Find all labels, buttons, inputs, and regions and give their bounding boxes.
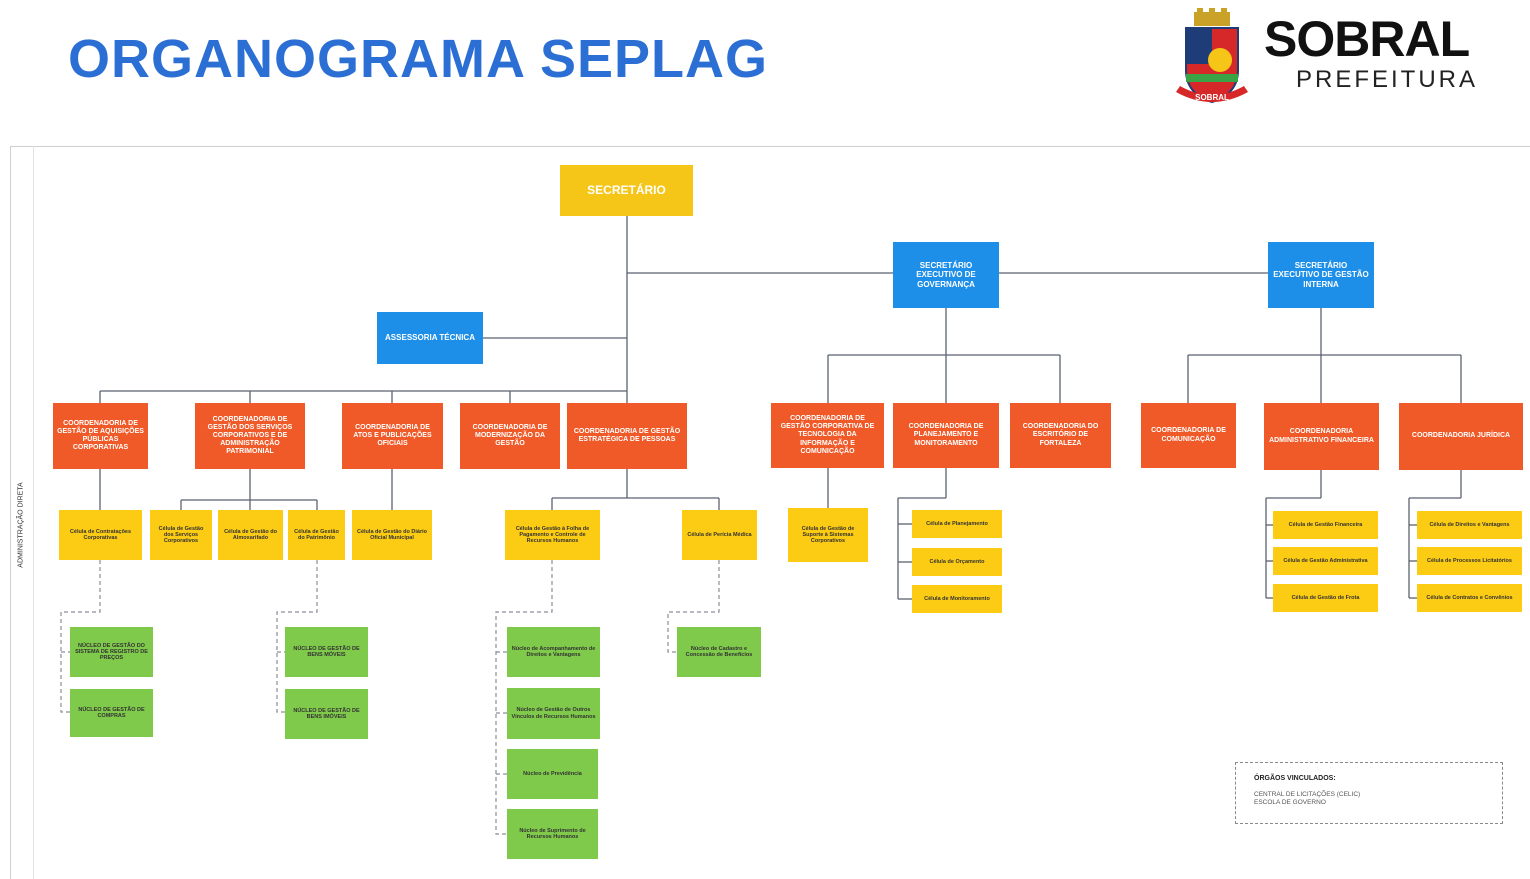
node-coord-juridica: COORDENADORIA JURÍDICA <box>1399 403 1523 470</box>
linked-organs-title: ÓRGÃOS VINCULADOS: <box>1254 775 1336 782</box>
node-coord-pessoas: COORDENADORIA DE GESTÃO ESTRATÉGICA DE P… <box>567 403 687 469</box>
node-cel-planejamento: Célula de Planejamento <box>912 510 1002 538</box>
node-cel-direitos: Célula de Direitos e Vantagens <box>1417 511 1522 539</box>
node-coord-aquisicoes: COORDENADORIA DE GESTÃO DE AQUISIÇÕES PÚ… <box>53 403 148 469</box>
node-nuc-compras: NÚCLEO DE GESTÃO DE COMPRAS <box>70 689 153 737</box>
node-cel-almoxarifado: Célula de Gestão do Almoxarifado <box>218 510 283 560</box>
linked-organ-item: CENTRAL DE LICITAÇÕES (CELIC) <box>1254 791 1361 798</box>
node-cel-diario-oficial: Célula de Gestão do Diário Oficial Munic… <box>352 510 432 560</box>
node-nuc-suprimento: Núcleo de Suprimento de Recursos Humanos <box>507 809 598 859</box>
node-nuc-bens-imoveis: NÚCLEO DE GESTÃO DE BENS IMÓVEIS <box>285 689 368 739</box>
diagram-frame-top <box>10 146 1530 147</box>
node-cel-financeira: Célula de Gestão Financeira <box>1273 511 1378 539</box>
node-cel-monitoramento: Célula de Monitoramento <box>912 585 1002 613</box>
node-secretario: SECRETÁRIO <box>560 165 693 216</box>
node-cel-folha: Célula de Gestão à Folha de Pagamento e … <box>505 510 600 560</box>
page-title: ORGANOGRAMA SEPLAG <box>68 29 769 89</box>
node-nuc-direitos-vantagens: Núcleo de Acompanhamento de Direitos e V… <box>507 627 600 677</box>
linked-organ-item: ESCOLA DE GOVERNO <box>1254 799 1326 807</box>
node-coord-atos: COORDENADORIA DE ATOS E PUBLICAÇÕES OFIC… <box>342 403 443 469</box>
node-coord-modernizacao: COORDENADORIA DE MODERNIZAÇÃO DA GESTÃO <box>460 403 560 469</box>
node-cel-patrimonio: Célula de Gestão do Patrimônio <box>288 510 345 560</box>
node-cel-orcamento: Célula de Orçamento <box>912 548 1002 576</box>
logo-name: SOBRAL <box>1264 11 1470 67</box>
node-nuc-cadastro-beneficios: Núcleo de Cadastro e Concessão de Benefí… <box>677 627 761 677</box>
node-nuc-bens-moveis: NÚCLEO DE GESTÃO DE BENS MÓVEIS <box>285 627 368 677</box>
node-nuc-outros-vinculos: Núcleo de Gestão de Outros Vínculos de R… <box>507 688 600 739</box>
node-coord-fortaleza: COORDENADORIA DO ESCRITÓRIO DE FORTALEZA <box>1010 403 1111 468</box>
node-nuc-previdencia: Núcleo de Previdência <box>507 749 598 799</box>
node-cel-frota: Célula de Gestão de Frota <box>1273 584 1378 612</box>
node-cel-contratos: Célula de Contratos e Convênios <box>1417 584 1522 612</box>
node-cel-administrativa: Célula de Gestão Administrativa <box>1273 547 1378 575</box>
node-nuc-registro-precos: NÚCLEO DE GESTÃO DO SISTEMA DE REGISTRO … <box>70 627 153 677</box>
node-secretario-executivo-gestao-interna: SECRETÁRIO EXECUTIVO DE GESTÃO INTERNA <box>1268 242 1374 308</box>
node-coord-tecnologia: COORDENADORIA DE GESTÃO CORPORATIVA DE T… <box>771 403 884 468</box>
node-coord-planejamento: COORDENADORIA DE PLANEJAMENTO E MONITORA… <box>893 403 999 468</box>
node-coord-comunicacao: COORDENADORIA DE COMUNICAÇÃO <box>1141 403 1236 468</box>
node-secretario-executivo-governanca: SECRETÁRIO EXECUTIVO DE GOVERNANÇA <box>893 242 999 308</box>
node-cel-pericia: Célula de Perícia Médica <box>682 510 757 560</box>
sobral-logo: SOBRAL SOBRAL PREFEITURA <box>1172 8 1512 112</box>
node-assessoria-tecnica: ASSESSORIA TÉCNICA <box>377 312 483 364</box>
crest-ribbon-text: SOBRAL <box>1195 93 1229 102</box>
node-cel-processos: Célula de Processos Licitatórios <box>1417 547 1522 575</box>
node-cel-servicos: Célula de Gestão dos Serviços Corporativ… <box>150 510 212 560</box>
node-coord-administrativo-financeira: COORDENADORIA ADMINISTRATIVO FINANCEIRA <box>1264 403 1379 470</box>
node-cel-suporte: Célula de Gestão de Suporte à Sistemas C… <box>788 508 868 562</box>
node-coord-servicos: COORDENADORIA DE GESTÃO DOS SERVIÇOS COR… <box>195 403 305 469</box>
linked-organs-box: ÓRGÃOS VINCULADOS: CENTRAL DE LICITAÇÕES… <box>1235 762 1503 824</box>
logo-subtitle: PREFEITURA <box>1296 66 1479 93</box>
diagram-frame-divider <box>33 146 34 879</box>
node-cel-contratacoes: Célula de Contratações Corporativas <box>59 510 142 560</box>
crest-icon: SOBRAL <box>1176 8 1248 104</box>
diagram-frame-left <box>10 146 11 879</box>
